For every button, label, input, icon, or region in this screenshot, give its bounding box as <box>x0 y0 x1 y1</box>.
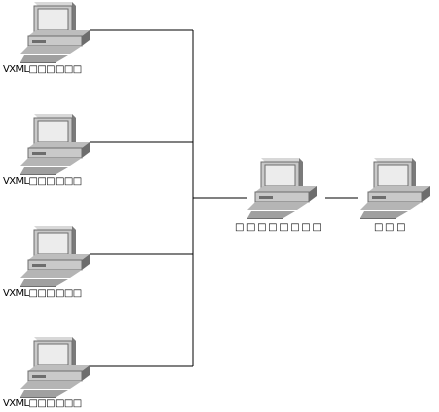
endpoint-computer-icon <box>360 158 432 220</box>
server-label: □□□□□□□□ <box>235 222 324 233</box>
client-label: VXML□□□□□□ <box>3 398 82 409</box>
client-label: VXML□□□□□□ <box>3 64 82 75</box>
client-computer-icon <box>20 114 92 176</box>
client-computer-icon <box>20 2 92 64</box>
client-label: VXML□□□□□□ <box>3 176 82 187</box>
server-computer-icon <box>247 158 319 220</box>
endpoint-label: □□□ <box>374 222 408 233</box>
client-computer-icon <box>20 226 92 288</box>
client-label: VXML□□□□□□ <box>3 288 82 299</box>
client-computer-icon <box>20 337 92 399</box>
